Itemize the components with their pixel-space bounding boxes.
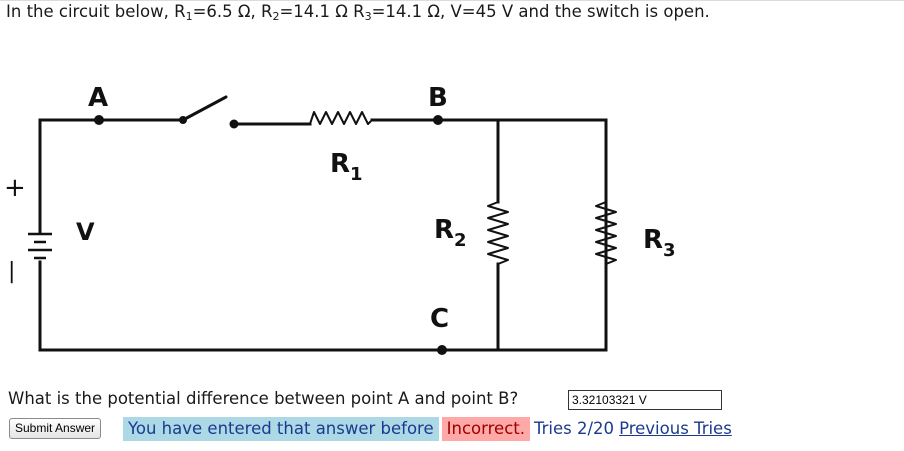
r2-name: R <box>260 2 273 21</box>
node-c <box>437 345 447 355</box>
r3-resistor <box>595 200 617 266</box>
problem-statement: In the circuit below, R1=6.5 Ω, R2=14.1 … <box>6 2 710 23</box>
switch-blade <box>181 95 228 122</box>
question-text: What is the potential difference between… <box>8 389 519 408</box>
r2-value: =14.1 Ω <box>279 2 354 21</box>
submit-answer-button[interactable]: Submit Answer <box>9 418 102 439</box>
label-point-b: B <box>428 83 448 113</box>
r1-subscript: 1 <box>185 10 193 23</box>
label-source-v: V <box>76 218 95 246</box>
previous-tries-link[interactable]: Previous Tries <box>619 419 732 438</box>
answer-input[interactable] <box>568 390 722 410</box>
label-r2: R2 <box>434 215 467 251</box>
r3-name: R <box>353 2 365 21</box>
r1-name: R <box>174 2 186 21</box>
r3-subscript: 3 <box>364 10 372 23</box>
r1-resistor <box>308 111 374 126</box>
node-a <box>94 115 104 125</box>
minus-sign: | <box>8 259 15 284</box>
tries-count: Tries 2/20 <box>533 419 615 438</box>
r2-subscript: 2 <box>272 10 280 23</box>
r2-resistor <box>487 200 509 266</box>
problem-prefix: In the circuit below, <box>6 2 175 21</box>
label-point-a: A <box>88 83 108 113</box>
label-r3: R3 <box>643 225 676 261</box>
circuit-diagram: A B C V + | R1 R2 R3 <box>4 83 676 355</box>
problem-suffix: V=45 V and the switch is open. <box>450 2 710 21</box>
r1-value: =6.5 Ω, <box>192 2 261 21</box>
top-divider <box>0 0 904 1</box>
node-b <box>433 115 443 125</box>
label-r1: R1 <box>330 149 363 185</box>
entered-before-message: You have entered that answer before <box>123 417 439 441</box>
switch-pivot <box>179 116 187 124</box>
label-point-c: C <box>430 304 449 334</box>
r3-value: =14.1 Ω, <box>371 2 451 21</box>
incorrect-badge: Incorrect. <box>441 417 530 441</box>
plus-sign: + <box>4 173 26 203</box>
wire-top-right <box>436 118 608 352</box>
status-row: You have entered that answer before Inco… <box>123 417 737 441</box>
battery <box>28 232 52 260</box>
switch-contact <box>229 119 239 129</box>
